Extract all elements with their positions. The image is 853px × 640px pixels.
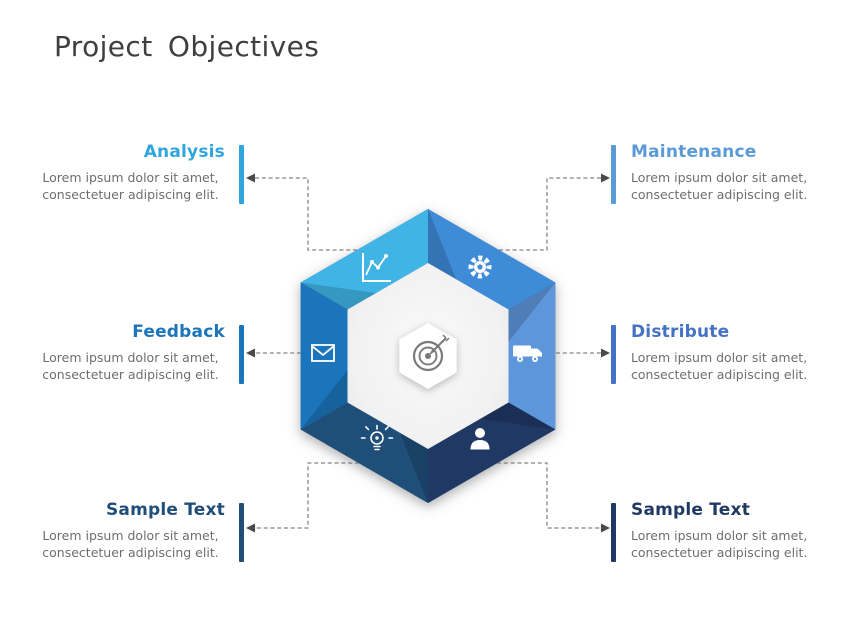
section-maintenance: Maintenance Lorem ipsum dolor sit amet, … bbox=[611, 142, 825, 204]
section-title: Analysis bbox=[143, 142, 225, 162]
section-distribute: Distribute Lorem ipsum dolor sit amet, c… bbox=[611, 322, 825, 384]
section-body: Lorem ipsum dolor sit amet, consectetuer… bbox=[42, 350, 219, 382]
arrow-left-icon bbox=[246, 173, 255, 183]
hexagon-face-left bbox=[300, 282, 348, 430]
accent-bar bbox=[611, 145, 616, 204]
connector-sample-bl bbox=[254, 462, 359, 529]
hexagon-face-bottom-right bbox=[428, 402, 556, 503]
section-body: Lorem ipsum dolor sit amet, consectetuer… bbox=[631, 350, 808, 382]
section-content: Analysis Lorem ipsum dolor sit amet, con… bbox=[30, 142, 239, 204]
section-body: Lorem ipsum dolor sit amet, consectetuer… bbox=[631, 528, 808, 560]
envelope-icon bbox=[311, 344, 335, 362]
arrow-right-icon bbox=[601, 348, 610, 358]
truck-icon bbox=[513, 345, 542, 362]
hexagon-face-top-right bbox=[428, 209, 556, 310]
arrow-right-icon bbox=[601, 523, 610, 533]
arrow-right-icon bbox=[601, 173, 610, 183]
page-title: Project Objectives bbox=[54, 30, 320, 63]
section-body: Lorem ipsum dolor sit amet, consectetuer… bbox=[631, 170, 808, 202]
accent-bar bbox=[611, 503, 616, 562]
section-sample-text-br: Sample Text Lorem ipsum dolor sit amet, … bbox=[611, 500, 825, 562]
bulb-icon bbox=[360, 424, 394, 451]
accent-bar bbox=[239, 145, 244, 204]
section-title: Sample Text bbox=[631, 500, 751, 520]
section-title: Distribute bbox=[631, 322, 730, 342]
accent-bar bbox=[239, 325, 244, 384]
accent-bar bbox=[611, 325, 616, 384]
section-body: Lorem ipsum dolor sit amet, consectetuer… bbox=[42, 170, 219, 202]
arrow-left-icon bbox=[246, 523, 255, 533]
section-sample-text-bl: Sample Text Lorem ipsum dolor sit amet, … bbox=[30, 500, 244, 562]
section-content: Feedback Lorem ipsum dolor sit amet, con… bbox=[30, 322, 239, 384]
center-badge bbox=[399, 323, 457, 389]
connector-analysis bbox=[254, 177, 357, 251]
hexagon-face-bottom-left bbox=[300, 402, 428, 503]
section-title: Feedback bbox=[132, 322, 225, 342]
person-icon bbox=[470, 428, 490, 450]
section-content: Sample Text Lorem ipsum dolor sit amet, … bbox=[30, 500, 239, 562]
accent-bar bbox=[239, 503, 244, 562]
connector-lines bbox=[254, 177, 602, 529]
fold-shading bbox=[300, 209, 556, 503]
section-title: Sample Text bbox=[105, 500, 225, 520]
arrow-left-icon bbox=[246, 348, 255, 358]
gear-icon bbox=[468, 255, 492, 279]
section-content: Sample Text Lorem ipsum dolor sit amet, … bbox=[616, 500, 825, 562]
target-icon bbox=[412, 334, 450, 372]
connector-arrowheads bbox=[246, 173, 610, 533]
section-analysis: Analysis Lorem ipsum dolor sit amet, con… bbox=[30, 142, 244, 204]
section-body: Lorem ipsum dolor sit amet, consectetuer… bbox=[42, 528, 219, 560]
section-title: Maintenance bbox=[631, 142, 757, 162]
hexagon-face-top-left bbox=[300, 209, 428, 310]
section-content: Distribute Lorem ipsum dolor sit amet, c… bbox=[616, 322, 825, 384]
chart-line-icon bbox=[362, 253, 391, 282]
connector-sample-br bbox=[497, 462, 602, 529]
connector-maintenance bbox=[499, 177, 602, 251]
section-content: Maintenance Lorem ipsum dolor sit amet, … bbox=[616, 142, 825, 204]
section-feedback: Feedback Lorem ipsum dolor sit amet, con… bbox=[30, 322, 244, 384]
